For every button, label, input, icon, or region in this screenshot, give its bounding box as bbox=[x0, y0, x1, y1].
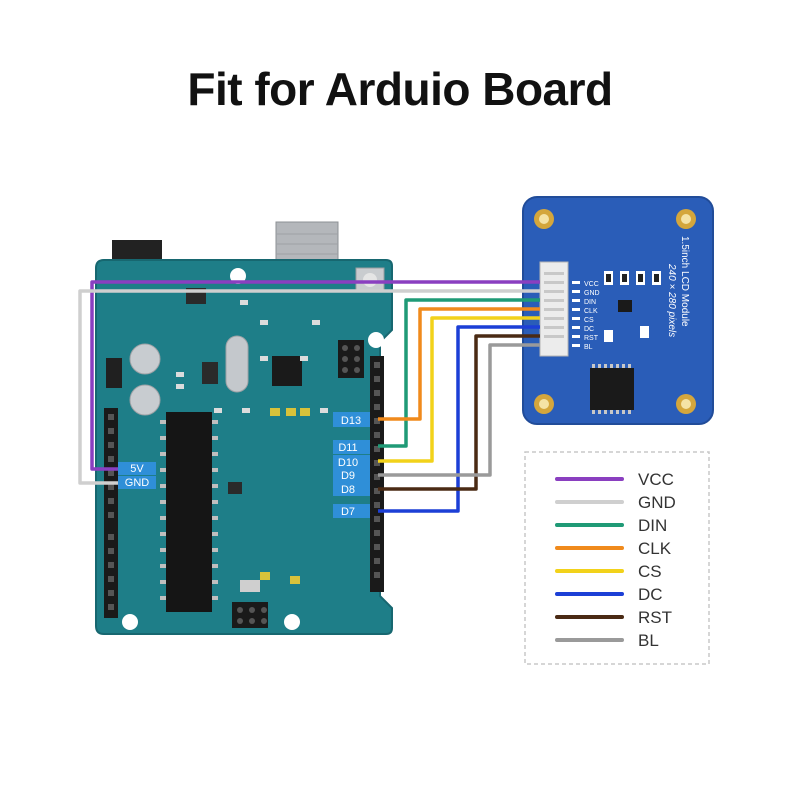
legend-label-clk: CLK bbox=[638, 539, 672, 558]
legend-label-bl: BL bbox=[638, 631, 659, 650]
atmega-pins bbox=[160, 420, 218, 600]
pin-label-d10: D10 bbox=[333, 455, 370, 469]
lcd-pin-vcc: VCC bbox=[584, 281, 599, 288]
lcd-cap bbox=[640, 326, 649, 338]
lcd-driver-ic bbox=[590, 368, 634, 410]
pin-label-5v: 5V bbox=[118, 462, 156, 475]
digital-header-pins bbox=[374, 362, 380, 578]
lcd-driver-ic-pins bbox=[592, 364, 631, 414]
pin-label-d9: D9 bbox=[333, 469, 370, 482]
lcd-pin-clk: CLK bbox=[584, 308, 598, 315]
svg-text:D8: D8 bbox=[341, 484, 355, 496]
smd-components bbox=[176, 300, 328, 413]
wire-cs bbox=[378, 316, 540, 463]
legend-label-vcc: VCC bbox=[638, 470, 674, 489]
lcd-pin-gnd: GND bbox=[584, 290, 600, 297]
legend-label-gnd: GND bbox=[638, 493, 676, 512]
legend-label-dc: DC bbox=[638, 585, 663, 604]
icsp-header bbox=[338, 340, 364, 378]
wire-vcc bbox=[90, 280, 540, 471]
reset-button-cap bbox=[363, 273, 377, 287]
arduino-board: D13 D11 D10 D9 D8 D7 5V GND bbox=[95, 221, 393, 635]
pin-label-d11: D11 bbox=[333, 440, 370, 454]
svg-text:GND: GND bbox=[125, 477, 150, 489]
svg-text:D13: D13 bbox=[341, 415, 361, 427]
power-header-pins bbox=[108, 414, 114, 610]
lcd-transistor bbox=[618, 300, 632, 312]
lcd-pin-rst: RST bbox=[584, 335, 599, 342]
pin-label-d13: D13 bbox=[333, 412, 370, 427]
usb-chip bbox=[272, 356, 302, 386]
status-leds bbox=[240, 408, 310, 592]
lcd-connector-contacts bbox=[544, 272, 564, 338]
svg-text:D9: D9 bbox=[341, 470, 355, 482]
lcd-pin-bl: BL bbox=[584, 344, 593, 351]
svg-text:D11: D11 bbox=[338, 442, 357, 454]
wire-gnd bbox=[78, 289, 540, 485]
wire-din bbox=[378, 298, 540, 448]
small-ic bbox=[228, 482, 242, 494]
pin-label-d8: D8 bbox=[333, 482, 370, 496]
atmega-chip bbox=[166, 412, 212, 612]
capacitor bbox=[129, 384, 161, 416]
lcd-pin-cs: CS bbox=[584, 317, 594, 324]
mount-hole bbox=[368, 332, 384, 348]
wire-clk bbox=[378, 307, 540, 421]
diagram-title: Fit for Arduio Board bbox=[187, 63, 613, 115]
pin-label-d7: D7 bbox=[333, 504, 370, 518]
lcd-cap bbox=[604, 330, 613, 342]
lcd-module-name: 1.5inch LCD Module bbox=[679, 236, 690, 327]
mount-hole bbox=[230, 268, 246, 284]
mount-hole bbox=[122, 614, 138, 630]
lcd-pin-din: DIN bbox=[584, 299, 596, 306]
wires bbox=[78, 280, 540, 513]
lcd-module-resolution: 240 × 280 pixels bbox=[666, 263, 677, 337]
svg-text:D7: D7 bbox=[341, 506, 355, 518]
icsp-header-bottom bbox=[232, 602, 268, 628]
regulator bbox=[106, 358, 122, 388]
wire-legend: VCC GND DIN CLK CS DC RST BL bbox=[524, 451, 710, 665]
capacitor bbox=[129, 343, 161, 375]
lcd-mount-holes bbox=[534, 209, 696, 414]
mount-hole bbox=[284, 614, 300, 630]
legend-label-rst: RST bbox=[638, 608, 672, 627]
lcd-pin-dc: DC bbox=[584, 326, 594, 333]
legend-box bbox=[524, 451, 710, 665]
svg-text:D10: D10 bbox=[338, 457, 358, 469]
pin-label-gnd: GND bbox=[118, 476, 156, 489]
wire-bl bbox=[378, 343, 540, 477]
small-ic bbox=[202, 362, 218, 384]
crystal bbox=[225, 335, 249, 393]
legend-label-cs: CS bbox=[638, 562, 662, 581]
lcd-pin-markers bbox=[572, 281, 580, 347]
svg-text:5V: 5V bbox=[130, 463, 144, 475]
wire-rst bbox=[378, 334, 540, 491]
lcd-module: VCC GND DIN CLK CS DC RST BL bbox=[522, 196, 714, 425]
legend-label-din: DIN bbox=[638, 516, 667, 535]
lcd-resistors bbox=[604, 271, 661, 285]
wire-dc bbox=[378, 325, 540, 513]
